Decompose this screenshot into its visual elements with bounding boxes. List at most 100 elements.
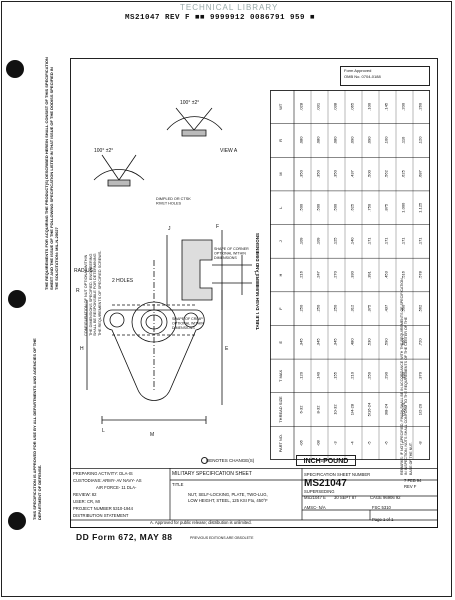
table-cell: .330 <box>350 270 355 279</box>
table-cell: .250 <box>333 304 338 313</box>
form-approved-label: Form Approved <box>344 68 372 73</box>
watermark: TECHNICAL LIBRARY <box>180 3 279 12</box>
air-force-custodian: AIR FORCE- 11 DLA- <box>96 485 137 490</box>
radius-label: RADIUS <box>74 268 94 274</box>
table-cell: .500 <box>299 203 304 212</box>
spec-title: NUT, SELF-LOCKING, PLATE, TWO-LUG,LOW HE… <box>188 492 268 503</box>
table-cell: .500 <box>401 304 406 313</box>
table-cell: .171 <box>418 237 423 246</box>
dim-m-label: M <box>150 432 154 438</box>
table-cell: .345 <box>316 338 321 347</box>
table-cell: .480 <box>350 338 355 347</box>
table-cell: 7/16-20 <box>401 402 406 416</box>
table-cell: -08 <box>316 440 321 447</box>
table-cell: .100 <box>367 102 372 111</box>
table-cell: .516 <box>401 270 406 279</box>
table-cell: .500 <box>333 203 338 212</box>
table-cell: -06 <box>299 440 304 447</box>
table-cell: -3 <box>333 441 338 445</box>
table-cell: .720 <box>418 338 423 347</box>
table-cell: .500 <box>367 169 372 178</box>
table-cell: .171 <box>367 237 372 246</box>
table-cell: .125 <box>333 237 338 246</box>
table-cell: .109 <box>316 237 321 246</box>
table-cell: .109 <box>299 237 304 246</box>
table-cell: .578 <box>418 270 423 279</box>
dim-f-label: F <box>216 224 219 230</box>
table-cell: .530 <box>367 338 372 347</box>
table-cell: .260 <box>418 102 423 111</box>
angle-2-label: 100° ±2° <box>180 100 199 106</box>
mil-spec-heading: MILITARY SPECIFICATION SHEET <box>172 471 252 477</box>
table-cell: 1.000 <box>401 202 406 213</box>
table-cell: .687 <box>418 169 423 178</box>
table-cell: 6-32 <box>299 405 304 414</box>
binder-hole-bottom <box>8 512 26 530</box>
table-header-cell: F <box>278 307 283 310</box>
dim-t-label: T <box>254 271 257 277</box>
requirements-note: THE REQUIREMENTS FOR ACQUIRING THE PRODU… <box>44 57 59 290</box>
angle-arc-1 <box>93 169 145 181</box>
table-cell: .247 <box>316 270 321 279</box>
dd-form-number: DD Form 672, MAY 88 <box>76 532 173 542</box>
dim-l-label: L <box>102 428 105 434</box>
dim-j-label: J <box>168 226 171 232</box>
dim-e-label: E <box>225 346 229 352</box>
table-cell: .350 <box>299 169 304 178</box>
superseding-label: SUPERSEDING <box>304 489 335 494</box>
table-cell: .590 <box>384 338 389 347</box>
table-cell: .660 <box>401 338 406 347</box>
table-cell: .140 <box>350 237 355 246</box>
revision: REV F <box>404 484 417 489</box>
user-activities: USER: CR, MI <box>73 499 100 504</box>
table-cell: .562 <box>384 169 389 178</box>
project-number: PROJECT NUMBER 5310-1944 <box>73 506 133 511</box>
superseding-date: 30 SEPT 87 <box>334 495 357 500</box>
table-cell: -5 <box>367 441 372 445</box>
page-number: Page 1 of 1 <box>372 517 394 522</box>
table-cell: .625 <box>350 203 355 212</box>
table-header-cell: WT <box>278 103 283 110</box>
sheet-number-label: SPECIFICATION SHEET NUMBER <box>304 472 371 477</box>
table-cell: .031 <box>316 102 321 111</box>
distribution-statement: A. Approved for public release; distribu… <box>150 520 252 525</box>
table-cell: .216 <box>299 270 304 279</box>
table-title: TABLE I. DASH NUMBERS AND DIMENSIONS <box>255 232 260 330</box>
table-cell: 1/4-28 <box>350 403 355 415</box>
table-header-cell: THREAD SIZE <box>278 396 283 423</box>
review-activities: REVIEW: 82 <box>73 492 97 497</box>
superseding-number: MS21047 E <box>304 495 326 500</box>
table-cell: 3/8-24 <box>384 403 389 415</box>
table-cell: .312 <box>350 304 355 313</box>
table-cell: .100 <box>384 136 389 145</box>
table-cell: .090 <box>367 136 372 145</box>
table-header-cell: L <box>278 206 283 209</box>
table-cell: .750 <box>367 203 372 212</box>
table-cell: .110 <box>401 136 406 144</box>
inch-pound-box: INCH-POUND <box>296 455 356 466</box>
code-ident: CAGE 96906 92 <box>370 495 401 500</box>
custodians: CUSTODIANS: ARMY- AV NAVY- AS <box>73 478 142 483</box>
view-a-label: VIEW A <box>220 148 238 154</box>
table-cell: 5/16-24 <box>367 402 372 416</box>
table-cell: .171 <box>401 237 406 246</box>
table-cell: .345 <box>299 338 304 347</box>
table-cell: .200 <box>401 102 406 111</box>
table-cell: -7 <box>401 441 406 445</box>
plate-outline <box>103 309 205 401</box>
table-cell: .500 <box>316 203 321 212</box>
table-cell: .140 <box>316 371 321 380</box>
table-cell: 1.125 <box>418 202 423 213</box>
issue-date: 7 FEB 94 <box>404 478 422 483</box>
table-cell: .345 <box>333 338 338 347</box>
table-cell: .145 <box>384 102 389 111</box>
table-cell: .453 <box>384 270 389 279</box>
table-cell: .080 <box>299 136 304 145</box>
fsc: FSC 5310 <box>372 505 391 510</box>
table-cell: -6 <box>384 441 389 445</box>
table-cell: -4 <box>350 441 355 445</box>
approval-note: THIS SPECIFICATION IS APPROVED FOR USE B… <box>32 338 42 520</box>
